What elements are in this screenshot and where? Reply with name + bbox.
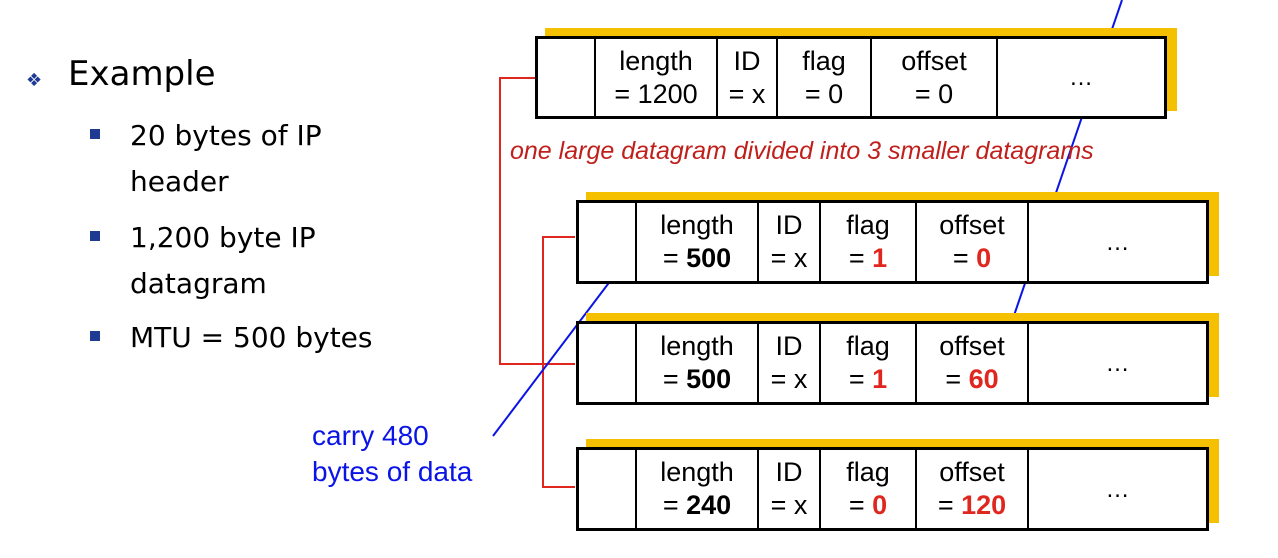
- bullet-text: datagram: [130, 267, 267, 300]
- bracket-branch-line: [542, 236, 575, 488]
- length-value: 240: [686, 490, 732, 520]
- offset-cell: offset = 120: [917, 450, 1029, 528]
- id-cell: ID = x: [759, 450, 821, 528]
- header-blank-cell: [579, 450, 637, 528]
- offset-cell: offset = 60: [917, 324, 1029, 402]
- flag-cell: flag = 1: [821, 203, 917, 281]
- header-blank-cell: [579, 203, 637, 281]
- carry-data-annotation: carry 480 bytes of data: [312, 418, 472, 490]
- flag-value: 1: [872, 364, 888, 394]
- header-blank-cell: [538, 39, 596, 116]
- offset-value: 0: [976, 243, 992, 273]
- bullet-text: MTU = 500 bytes: [130, 321, 373, 354]
- payload-cell: …: [1105, 228, 1130, 256]
- bracket-top-line: [499, 77, 575, 365]
- flag-value: 0: [828, 78, 844, 109]
- bullet-text: 1,200 byte IP: [130, 221, 316, 254]
- payload-cell: …: [1069, 64, 1093, 91]
- square-bullet-icon: [90, 231, 100, 241]
- payload-cell: …: [1105, 475, 1130, 503]
- flag-value: 1: [872, 243, 888, 273]
- length-cell: length = 240: [637, 450, 759, 528]
- length-cell: length = 500: [637, 324, 759, 402]
- caption-text: one large datagram divided into 3 smalle…: [510, 137, 1094, 165]
- diamond-bullet-icon: ❖: [26, 70, 43, 91]
- square-bullet-icon: [90, 129, 100, 139]
- flag-cell: flag = 0: [821, 450, 917, 528]
- flag-cell: flag = 1: [821, 324, 917, 402]
- id-cell: ID = x: [759, 324, 821, 402]
- bullet-text: header: [130, 165, 229, 198]
- length-value: 500: [686, 364, 732, 394]
- flag-value: 0: [872, 490, 888, 520]
- offset-value: 60: [968, 364, 999, 394]
- annotation-line: carry 480: [312, 420, 429, 451]
- heading-text: Example: [68, 54, 216, 94]
- length-value: 500: [686, 243, 732, 273]
- square-bullet-icon: [90, 331, 100, 341]
- offset-value: 0: [938, 78, 954, 109]
- payload-cell: …: [1105, 349, 1130, 377]
- length-cell: length = 500: [637, 203, 759, 281]
- offset-cell: offset = 0: [872, 39, 998, 116]
- length-value: 1200: [637, 78, 698, 109]
- annotation-line: bytes of data: [312, 456, 473, 487]
- offset-value: 120: [961, 490, 1007, 520]
- id-cell: ID = x: [759, 203, 821, 281]
- flag-cell: flag = 0: [778, 39, 872, 116]
- bullet-text: 20 bytes of IP: [130, 119, 322, 152]
- length-cell: length = 1200: [596, 39, 718, 116]
- header-blank-cell: [579, 324, 637, 402]
- id-cell: ID = x: [718, 39, 778, 116]
- offset-cell: offset = 0: [917, 203, 1029, 281]
